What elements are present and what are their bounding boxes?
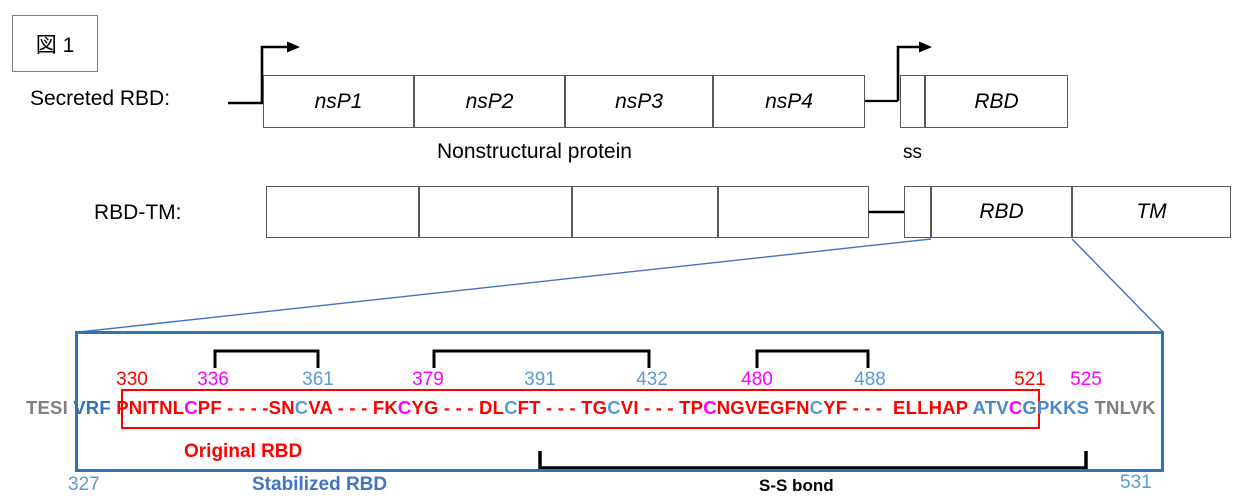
- nsp2-label: nsP2: [465, 89, 514, 113]
- zoom-panel-frame: [75, 331, 1164, 472]
- residue-number-330: 330: [116, 369, 148, 390]
- empty-box-4-row2: [718, 186, 869, 238]
- empty-box-3-row2: [572, 186, 718, 238]
- signal-sequence-box-row1: [900, 75, 925, 128]
- sequence-segment: PF: [197, 397, 222, 418]
- sequence-segment: TG: [581, 397, 608, 418]
- zoom-guide-line-left: [78, 238, 932, 333]
- nsp2-box: nsP2: [414, 75, 565, 128]
- residue-number-480: 480: [741, 369, 773, 390]
- nsp3-label: nsP3: [615, 89, 663, 113]
- sequence-segment: ATV: [972, 397, 1009, 418]
- ss-bond-caption: S-S bond: [759, 476, 834, 495]
- residue-number-391: 391: [524, 369, 556, 390]
- sequence-segment: C: [1008, 397, 1023, 418]
- sequence-segment: YG: [411, 397, 439, 418]
- sequence-segment: - - -: [540, 397, 582, 418]
- sequence-segment: DL: [479, 397, 505, 418]
- empty-box-2-row2: [419, 186, 572, 238]
- sequence-segment: TESI: [26, 397, 68, 418]
- sequence-segment: C: [607, 397, 621, 418]
- residue-number-336: 336: [197, 369, 229, 390]
- sequence-segment: VA: [308, 397, 333, 418]
- ss-caption: ss: [903, 142, 922, 163]
- rbd-sequence: TESI VRF PNITNLCPF - - - -SNCVA - - - FK…: [26, 397, 1156, 419]
- start-residue-number: 327: [68, 474, 100, 495]
- rbd-box-row2: RBD: [931, 186, 1072, 238]
- sequence-segment: VI: [620, 397, 639, 418]
- sequence-segment: TP: [679, 397, 704, 418]
- residue-number-361: 361: [302, 369, 334, 390]
- promoter-arrow-2-head-icon: [919, 41, 932, 53]
- sequence-segment: - - -: [438, 397, 480, 418]
- residue-number-379: 379: [412, 369, 444, 390]
- sequence-segment: - - -: [332, 397, 373, 418]
- sequence-segment: YF: [823, 397, 848, 418]
- sequence-segment: - - -: [638, 397, 680, 418]
- sequence-segment: VRF: [73, 397, 111, 418]
- sequence-segment: FT: [517, 397, 541, 418]
- sequence-segment: C: [504, 397, 518, 418]
- figure-number-box: 図 1: [12, 15, 98, 72]
- sequence-segment: ELLHAP: [893, 397, 968, 418]
- sequence-segment: PNITNL: [116, 397, 185, 418]
- sequence-segment: C: [397, 397, 412, 418]
- original-rbd-frame: [121, 389, 1040, 429]
- residue-number-525: 525: [1070, 369, 1102, 390]
- sequence-segment: - - -: [847, 397, 894, 418]
- residue-number-488: 488: [854, 369, 886, 390]
- rbd-label-row1: RBD: [974, 89, 1019, 113]
- nsp4-label: nsP4: [765, 89, 813, 113]
- zoom-guide-line-right: [1071, 238, 1164, 333]
- sequence-segment: C: [294, 397, 309, 418]
- tm-box-row2: TM: [1072, 186, 1231, 238]
- tm-label-row2: TM: [1136, 200, 1167, 223]
- construct1-title: Secreted RBD:: [30, 87, 171, 110]
- sequence-segment: TNLVK: [1094, 397, 1156, 418]
- figure-number-label: 図 1: [35, 33, 75, 57]
- original-rbd-caption: Original RBD: [184, 441, 303, 462]
- sequence-segment: - - - -: [221, 397, 269, 418]
- sequence-segment: SN: [268, 397, 295, 418]
- nonstructural-protein-caption: Nonstructural protein: [437, 140, 632, 163]
- sequence-segment: GPKKS: [1022, 397, 1090, 418]
- end-residue-number: 531: [1120, 472, 1152, 493]
- sequence-segment: C: [809, 397, 824, 418]
- sequence-segment: C: [184, 397, 198, 418]
- rbd-label-row2: RBD: [979, 200, 1024, 223]
- nsp1-label: nsP1: [314, 89, 363, 113]
- residue-number-521: 521: [1014, 369, 1046, 390]
- sequence-segment: FK: [372, 397, 398, 418]
- sequence-segment: C: [703, 397, 717, 418]
- nsp3-box: nsP3: [565, 75, 713, 128]
- signal-sequence-box-row2: [904, 186, 931, 238]
- nsp1-box: nsP1: [263, 75, 414, 128]
- nsp4-box: nsP4: [713, 75, 865, 128]
- empty-box-1-row2: [266, 186, 419, 238]
- residue-number-432: 432: [636, 369, 668, 390]
- construct2-title: RBD-TM:: [94, 201, 182, 224]
- sequence-segment: NGVEGFN: [716, 397, 810, 418]
- promoter-arrow-1-head-icon: [287, 41, 300, 53]
- stabilized-rbd-caption: Stabilized RBD: [252, 474, 388, 495]
- rbd-box-row1: RBD: [925, 75, 1068, 128]
